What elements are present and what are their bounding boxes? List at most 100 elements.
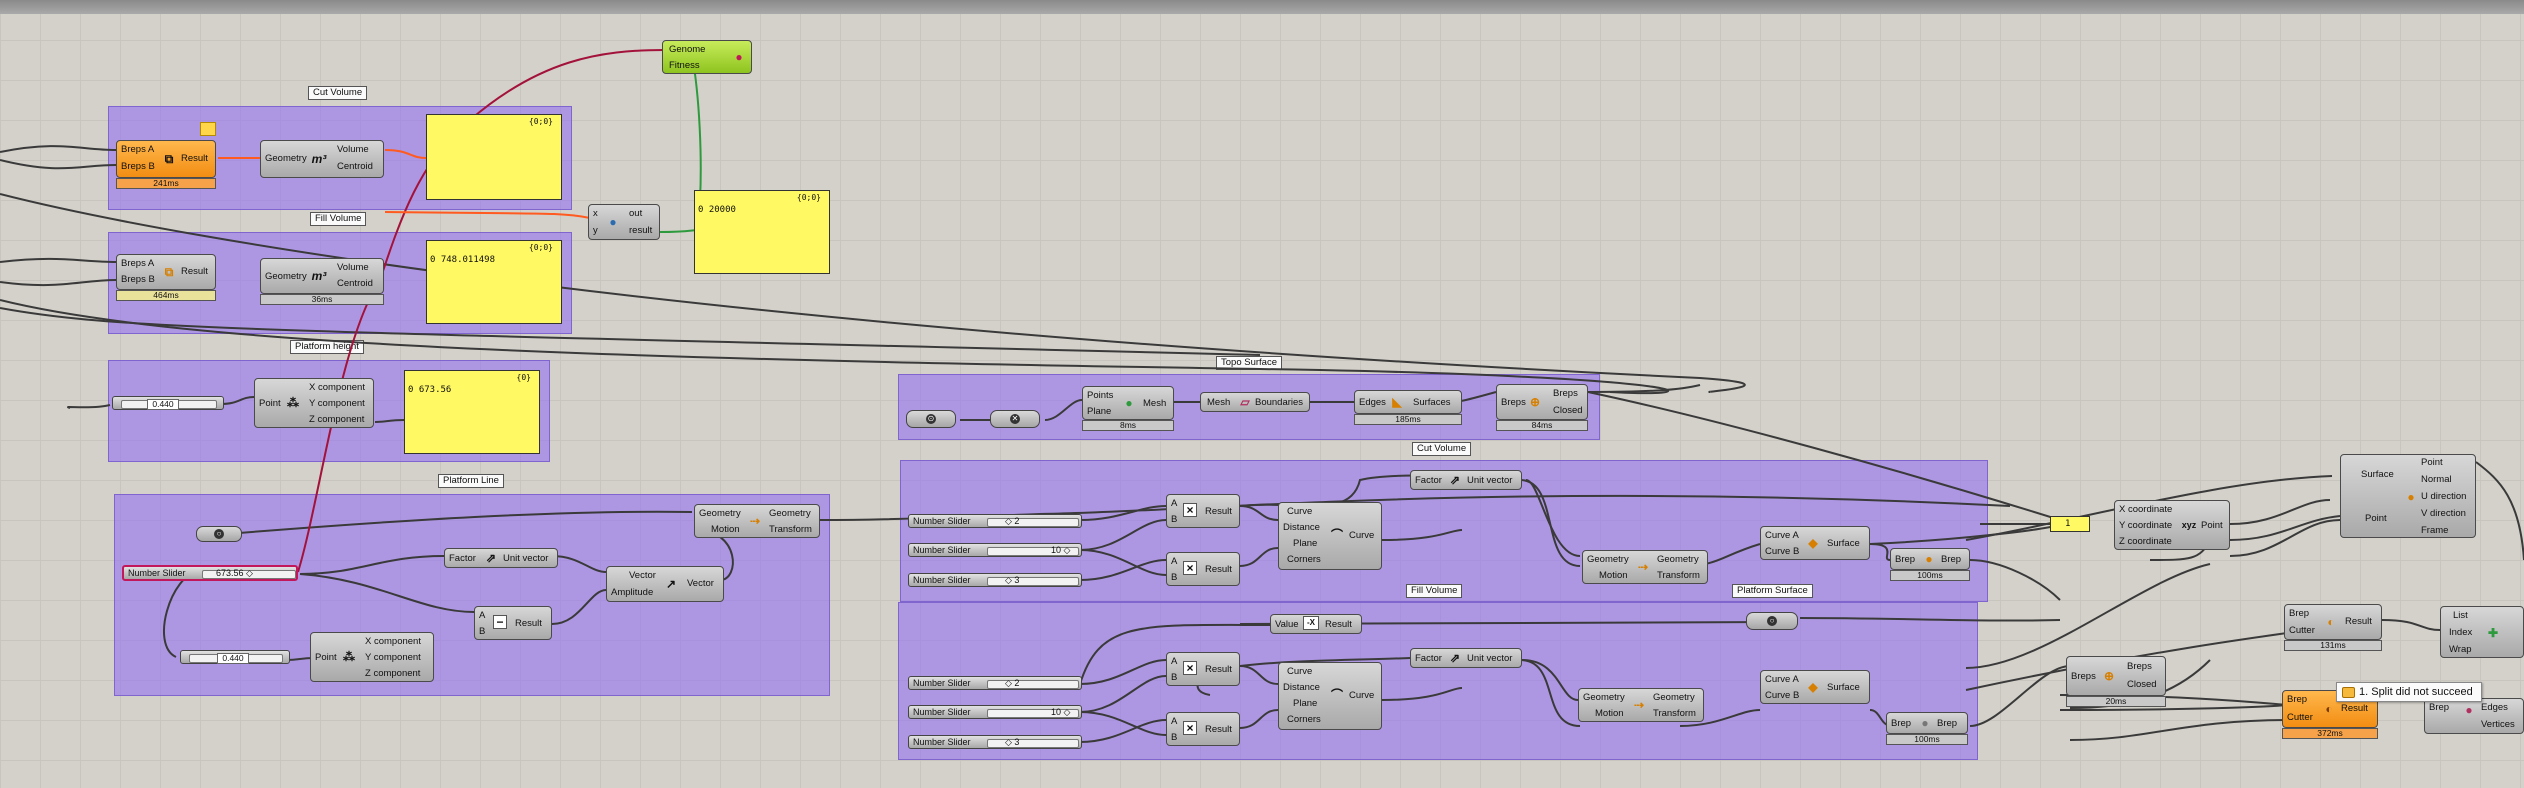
- slider-value: 673.56 ◇: [216, 568, 253, 578]
- group-label-fill-volume: Fill Volume: [310, 212, 367, 226]
- evaluate-surface-component[interactable]: Surface Point ● Point Normal U direction…: [2340, 454, 2476, 538]
- surface-output: Surface: [1827, 682, 1860, 693]
- multiply-component-fill-1[interactable]: A B × Result: [1166, 652, 1240, 686]
- subtraction-component[interactable]: A B − Result: [474, 606, 552, 640]
- param-point-platform[interactable]: ○: [196, 526, 242, 542]
- slider-track[interactable]: [987, 518, 1079, 527]
- fill-slider-1[interactable]: Number Slider ◇ 2: [908, 676, 1082, 690]
- surfaces-output: Surfaces: [1413, 397, 1451, 408]
- result-output: Result: [1325, 619, 1352, 630]
- deconstruct-brep-component[interactable]: Brep ● Edges Vertices: [2424, 698, 2524, 734]
- split-brep-component[interactable]: Brep Cutter ◐ Result: [2284, 604, 2382, 640]
- platform-line-slider-2[interactable]: 0.440: [180, 650, 290, 664]
- mesh-edges-component[interactable]: Mesh ▱ Boundaries: [1200, 392, 1310, 412]
- multiply-component-cut-1[interactable]: A B × Result: [1166, 494, 1240, 528]
- cap-holes-fill[interactable]: Brep ● Brep: [1886, 712, 1968, 734]
- brep-join-right[interactable]: Breps ⊕ Breps Closed: [2066, 656, 2166, 696]
- slider-track[interactable]: [987, 680, 1079, 689]
- timer-split: 131ms: [2284, 640, 2382, 651]
- unit-vector-output: Unit vector: [1467, 653, 1513, 664]
- delaunay-mesh-component[interactable]: Points Plane ● Mesh: [1082, 386, 1174, 420]
- fill-slider-2[interactable]: Number Slider 10 ◇: [908, 705, 1082, 719]
- unit-vector-component[interactable]: Factor ⇗ Unit vector: [444, 548, 558, 568]
- slider-track[interactable]: [987, 547, 1079, 556]
- unit-vector-cut[interactable]: Factor ⇗ Unit vector: [1410, 470, 1522, 490]
- result-output: Result: [181, 153, 208, 164]
- point-input: Point: [315, 652, 337, 663]
- param-geometry-topo[interactable]: ✕: [990, 410, 1040, 428]
- amplitude-component[interactable]: Vector Amplitude ↗ Vector: [606, 566, 724, 602]
- move-component-fill[interactable]: Geometry Motion ⇢ Geometry Transform: [1578, 688, 1704, 722]
- offset-curve-fill[interactable]: Curve Distance Plane Corners ⌒ Curve: [1278, 662, 1382, 730]
- genome-fitness-component[interactable]: Genome Fitness ●: [662, 40, 752, 74]
- deconstruct-point-icon: ⁂: [343, 650, 355, 664]
- negative-component[interactable]: Value -X Result: [1270, 614, 1362, 634]
- split-error-tooltip: 1. Split did not succeed: [2336, 682, 2482, 702]
- panel-one[interactable]: 1: [2050, 516, 2090, 532]
- cap-holes-icon: ●: [1921, 716, 1929, 730]
- brep-output: Brep: [1937, 718, 1958, 729]
- python-icon: ●: [609, 215, 617, 229]
- volume-component-fill[interactable]: Geometry m³ Volume Centroid: [260, 258, 384, 294]
- x-component-output: X component: [309, 382, 365, 393]
- python-script-component[interactable]: x y ● out result: [588, 204, 660, 240]
- python-result-output: result: [629, 225, 653, 236]
- factor-input: Factor: [1415, 653, 1442, 664]
- list-item-component[interactable]: List Index Wrap ✚: [2440, 606, 2524, 658]
- solid-difference-cut[interactable]: Breps A Breps B ⧉ Result: [116, 140, 216, 178]
- breps-b-input: Breps B: [121, 274, 155, 285]
- param-platform-surface[interactable]: ○: [1746, 612, 1798, 630]
- factor-input: Factor: [449, 553, 476, 564]
- fill-slider-3[interactable]: Number Slider ◇ 3: [908, 735, 1082, 749]
- panel-cut-volume[interactable]: {0;0}: [426, 114, 562, 200]
- panel-result[interactable]: {0;0} 0 20000: [694, 190, 830, 274]
- panel-title: {0;0}: [796, 193, 821, 202]
- curve-b-input: Curve B: [1765, 690, 1800, 701]
- b-input: B: [1171, 514, 1178, 525]
- param-points-topo[interactable]: ⊙: [906, 410, 956, 428]
- deconstruct-point-bottom[interactable]: Point ⁂ X component Y component Z compon…: [310, 632, 434, 682]
- cap-holes-cut[interactable]: Brep ● Brep: [1890, 548, 1970, 570]
- mesh-input: Mesh: [1207, 397, 1231, 408]
- cut-slider-1[interactable]: Number Slider ◇ 2: [908, 514, 1082, 528]
- move-component-platform[interactable]: Geometry Motion ⇢ Geometry Transform: [694, 504, 820, 538]
- cut-slider-3[interactable]: Number Slider ◇ 3: [908, 573, 1082, 587]
- construct-point-component[interactable]: X coordinate Y coordinate Z coordinate x…: [2114, 500, 2230, 550]
- slider-track[interactable]: [202, 570, 296, 579]
- deconstruct-point-top[interactable]: Point ⁂ X component Y component Z compon…: [254, 378, 374, 428]
- unit-vector-icon: ⇗: [1449, 473, 1461, 487]
- slider-track[interactable]: [987, 739, 1079, 748]
- multiply-component-cut-2[interactable]: A B × Result: [1166, 552, 1240, 586]
- result-output: Result: [2345, 616, 2372, 627]
- ruled-surface-fill[interactable]: Curve A Curve B ◆ Surface: [1760, 670, 1870, 704]
- ruled-surface-cut[interactable]: Curve A Curve B ◆ Surface: [1760, 526, 1870, 560]
- brep-join-component[interactable]: Breps ⊕ Breps Closed: [1496, 384, 1588, 420]
- slider-track[interactable]: [987, 709, 1079, 718]
- slider-track[interactable]: [987, 577, 1079, 586]
- platform-height-slider[interactable]: 0.440: [112, 396, 224, 410]
- plane-input: Plane: [1293, 698, 1318, 709]
- solid-difference-fill[interactable]: Breps A Breps B ⧉ Result: [116, 254, 216, 290]
- volume-icon: m³: [311, 152, 327, 166]
- move-component-cut[interactable]: Geometry Motion ⇢ Geometry Transform: [1582, 550, 1708, 584]
- edge-surface-component[interactable]: Edges ◣ Surfaces: [1354, 390, 1462, 414]
- offset-curve-cut[interactable]: Curve Distance Plane Corners ⌒ Curve: [1278, 502, 1382, 570]
- ruled-surface-icon: ◆: [1808, 536, 1818, 550]
- volume-output: Volume: [337, 262, 369, 273]
- curve-output: Curve: [1349, 690, 1375, 701]
- platform-line-slider[interactable]: Number Slider 673.56 ◇: [122, 565, 298, 581]
- panel-text: 0 20000: [698, 205, 736, 215]
- multiply-component-fill-2[interactable]: A B × Result: [1166, 712, 1240, 746]
- unit-vector-fill[interactable]: Factor ⇗ Unit vector: [1410, 648, 1522, 668]
- b-input: B: [1171, 672, 1178, 683]
- cut-slider-2[interactable]: Number Slider 10 ◇: [908, 543, 1082, 557]
- geometry-input: Geometry: [699, 508, 741, 519]
- timer-split-error: 372ms: [2282, 728, 2378, 739]
- panel-platform-height[interactable]: {0} 0 673.56: [404, 370, 540, 454]
- factor-input: Factor: [1415, 475, 1442, 486]
- panel-fill-volume[interactable]: {0;0} 0 748.011498: [426, 240, 562, 324]
- group-label-topo-surface: Topo Surface: [1216, 356, 1282, 370]
- result-output: Result: [2341, 703, 2368, 714]
- transform-output: Transform: [769, 524, 812, 535]
- volume-component-cut[interactable]: Geometry m³ Volume Centroid: [260, 140, 384, 178]
